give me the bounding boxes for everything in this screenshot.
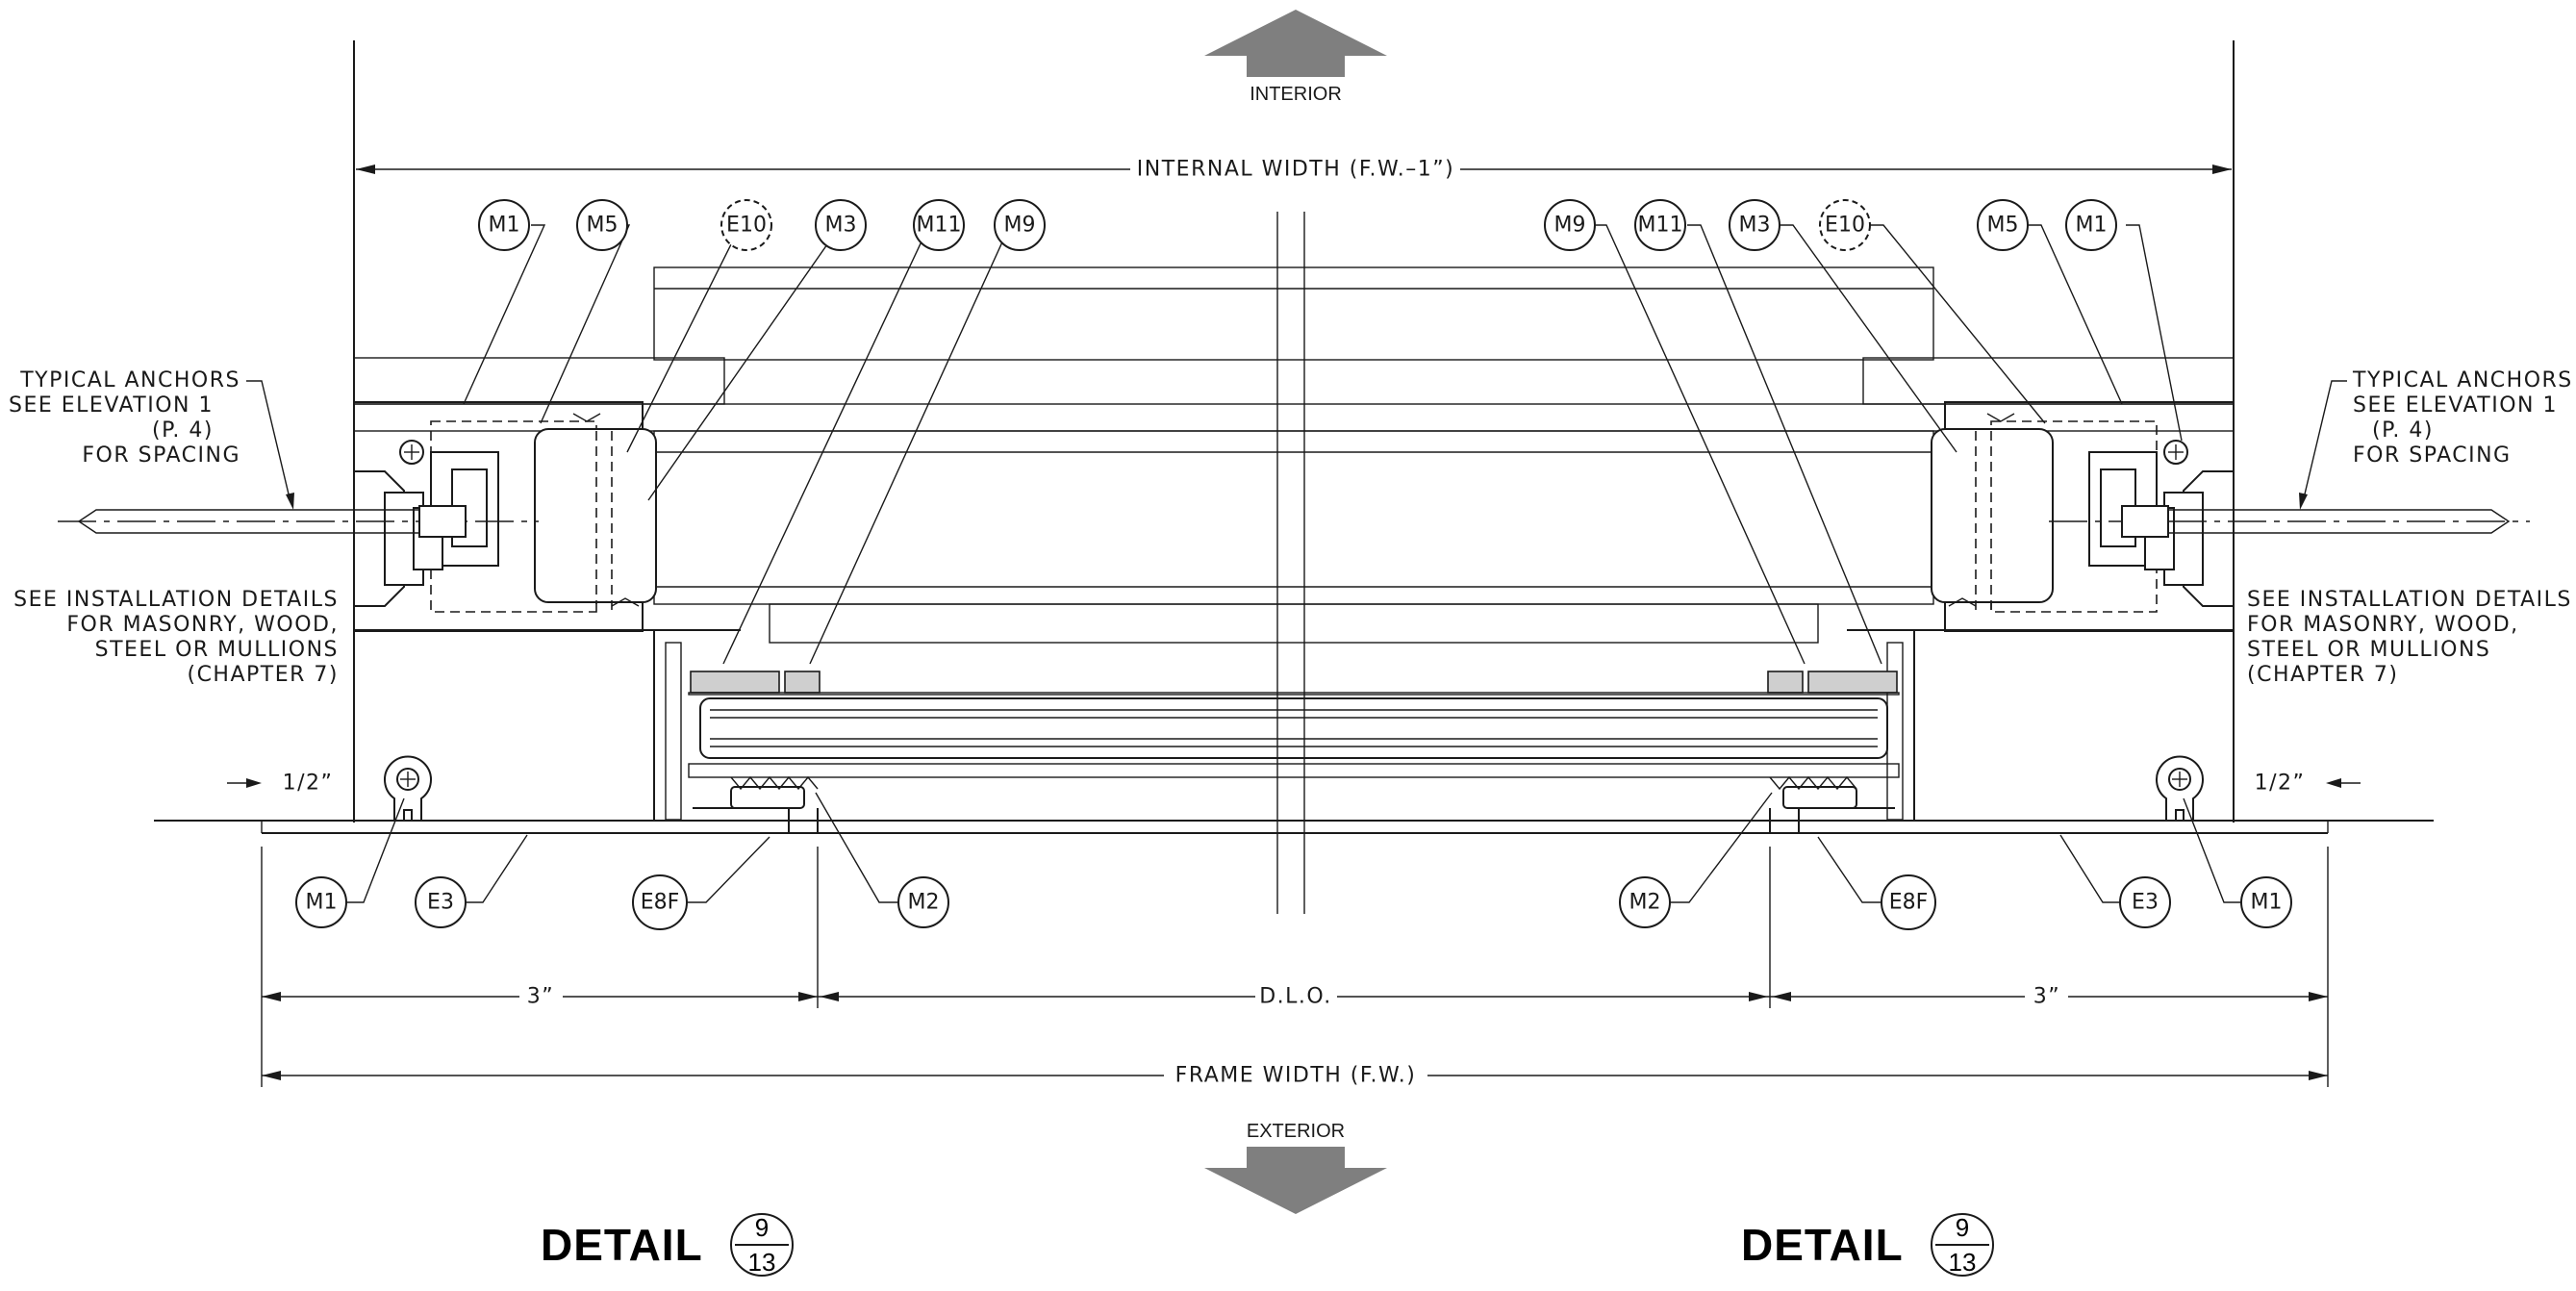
tag-e8f-bottom-left: E8F — [632, 874, 688, 930]
svg-text:13: 13 — [1949, 1248, 1977, 1277]
tag-m5-top-right: M5 — [1977, 199, 2029, 251]
svg-text:M1: M1 — [2076, 214, 2108, 238]
interior-label: INTERIOR — [1250, 84, 1342, 105]
svg-text:M1: M1 — [489, 214, 520, 238]
svg-text:M9: M9 — [1554, 214, 1586, 238]
right-anchor-bolt — [2049, 505, 2530, 538]
svg-text:M9: M9 — [1004, 214, 1036, 238]
svg-text:M5: M5 — [1987, 214, 2019, 238]
tag-m3-top-left: M3 — [815, 199, 867, 251]
svg-text:(P. 4): (P. 4) — [2372, 418, 2434, 443]
tag-m9-top-left: M9 — [994, 199, 1046, 251]
svg-text:M11: M11 — [917, 214, 962, 238]
tag-m1-top-left: M1 — [478, 199, 530, 251]
svg-text:E8F: E8F — [1889, 891, 1929, 915]
svg-text:STEEL OR MULLIONS: STEEL OR MULLIONS — [95, 638, 339, 662]
tag-m1-bottom-right: M1 — [2240, 876, 2292, 928]
left-half-inch-dimension: 1/2” — [227, 772, 334, 796]
svg-text:M3: M3 — [1739, 214, 1771, 238]
svg-text:FOR MASONRY, WOOD,: FOR MASONRY, WOOD, — [66, 613, 339, 637]
svg-text:(P. 4): (P. 4) — [152, 418, 214, 443]
internal-width-dimension: INTERNAL WIDTH (F.W.–1”) — [356, 158, 2232, 182]
tag-e10-top-left: E10 — [720, 199, 772, 251]
left-jamb-assembly — [353, 401, 741, 632]
svg-text:M11: M11 — [1638, 214, 1683, 238]
bottom-right-callouts: M2 E8F E3 M1 — [1619, 792, 2292, 930]
left-lower-clip — [384, 755, 432, 822]
svg-text:FOR MASONRY, WOOD,: FOR MASONRY, WOOD, — [2247, 613, 2519, 637]
svg-text:M3: M3 — [825, 214, 857, 238]
right-lower-clip — [2156, 755, 2204, 822]
left-anchor-bolt — [58, 505, 539, 538]
tag-m3-top-right: M3 — [1729, 199, 1780, 251]
tag-e3-bottom-right: E3 — [2119, 876, 2171, 928]
svg-text:DETAIL: DETAIL — [541, 1220, 703, 1270]
tag-m9-top-right: M9 — [1544, 199, 1596, 251]
svg-text:TYPICAL ANCHORS: TYPICAL ANCHORS — [19, 368, 240, 392]
tag-e10-top-right: E10 — [1819, 199, 1871, 251]
right-half-inch-label: 1/2” — [2255, 772, 2306, 796]
svg-text:E8F: E8F — [641, 891, 680, 915]
internal-width-label: INTERNAL WIDTH (F.W.–1”) — [1137, 158, 1454, 182]
tag-m2-bottom-left: M2 — [897, 876, 949, 928]
svg-text:9: 9 — [755, 1213, 769, 1242]
svg-text:SEE ELEVATION 1: SEE ELEVATION 1 — [2353, 393, 2558, 418]
exterior-arrow: EXTERIOR — [1204, 1121, 1387, 1214]
svg-text:(CHAPTER 7): (CHAPTER 7) — [2247, 663, 2399, 687]
tag-m1-top-right: M1 — [2065, 199, 2117, 251]
svg-text:SEE INSTALLATION DETAILS: SEE INSTALLATION DETAILS — [2247, 588, 2572, 612]
right-anchor-note: TYPICAL ANCHORS SEE ELEVATION 1 (P. 4) F… — [2299, 368, 2573, 510]
svg-text:E10: E10 — [726, 214, 767, 238]
svg-text:M5: M5 — [587, 214, 619, 238]
left-install-note: SEE INSTALLATION DETAILS FOR MASONRY, WO… — [13, 588, 339, 687]
right-3in-label: 3” — [2033, 985, 2060, 1009]
svg-text:E3: E3 — [2132, 891, 2159, 915]
tag-m1-bottom-left: M1 — [295, 876, 347, 928]
detail-label-left: DETAIL 9 13 — [541, 1213, 794, 1277]
svg-text:SEE ELEVATION 1: SEE ELEVATION 1 — [9, 393, 214, 418]
svg-text:(CHAPTER 7): (CHAPTER 7) — [187, 663, 339, 687]
svg-text:E3: E3 — [427, 891, 454, 915]
tag-m11-top-left: M11 — [913, 199, 965, 251]
center-meeting-lines — [1276, 212, 1305, 914]
svg-text:M2: M2 — [1629, 891, 1661, 915]
svg-text:FOR SPACING: FOR SPACING — [82, 443, 240, 468]
top-left-callouts: M1 M5 E10 M3 M11 M9 — [463, 199, 1046, 665]
svg-text:9: 9 — [1956, 1213, 1969, 1242]
tag-e3-bottom-left: E3 — [415, 876, 467, 928]
left-3in-label: 3” — [527, 985, 554, 1009]
svg-text:13: 13 — [748, 1248, 776, 1277]
tag-m5-top-left: M5 — [576, 199, 628, 251]
right-half-inch-dimension: 1/2” — [2255, 772, 2361, 796]
tag-e8f-bottom-right: E8F — [1881, 874, 1936, 930]
svg-text:FOR SPACING: FOR SPACING — [2353, 443, 2512, 468]
dlo-label: D.L.O. — [1259, 985, 1332, 1009]
svg-text:M2: M2 — [908, 891, 940, 915]
right-install-note: SEE INSTALLATION DETAILS FOR MASONRY, WO… — [2247, 588, 2572, 687]
tag-m11-top-right: M11 — [1634, 199, 1686, 251]
svg-text:SEE INSTALLATION DETAILS: SEE INSTALLATION DETAILS — [13, 588, 339, 612]
glazing-sill-assembly — [653, 630, 1915, 834]
right-jamb-assembly — [1847, 401, 2235, 632]
detail-label-right: DETAIL 9 13 — [1741, 1213, 1994, 1277]
svg-text:M1: M1 — [2251, 891, 2283, 915]
svg-text:M1: M1 — [306, 891, 338, 915]
top-right-callouts: M9 M11 M3 E10 M5 M1 — [1544, 199, 2183, 665]
tag-m2-bottom-right: M2 — [1619, 876, 1671, 928]
bottom-left-callouts: M1 E3 E8F M2 — [295, 792, 949, 930]
svg-text:E10: E10 — [1825, 214, 1865, 238]
svg-text:TYPICAL ANCHORS: TYPICAL ANCHORS — [2352, 368, 2573, 392]
bottom-dimension-lines: 3” D.L.O. 3” FRAME WIDTH (F.W.) — [261, 847, 2329, 1088]
exterior-label: EXTERIOR — [1247, 1121, 1345, 1142]
svg-text:DETAIL: DETAIL — [1741, 1220, 1904, 1270]
svg-text:STEEL OR MULLIONS: STEEL OR MULLIONS — [2247, 638, 2490, 662]
left-half-inch-label: 1/2” — [283, 772, 334, 796]
interior-arrow: INTERIOR — [1204, 10, 1387, 105]
left-anchor-note: TYPICAL ANCHORS SEE ELEVATION 1 (P. 4) F… — [9, 368, 294, 510]
frame-width-label: FRAME WIDTH (F.W.) — [1175, 1064, 1417, 1088]
